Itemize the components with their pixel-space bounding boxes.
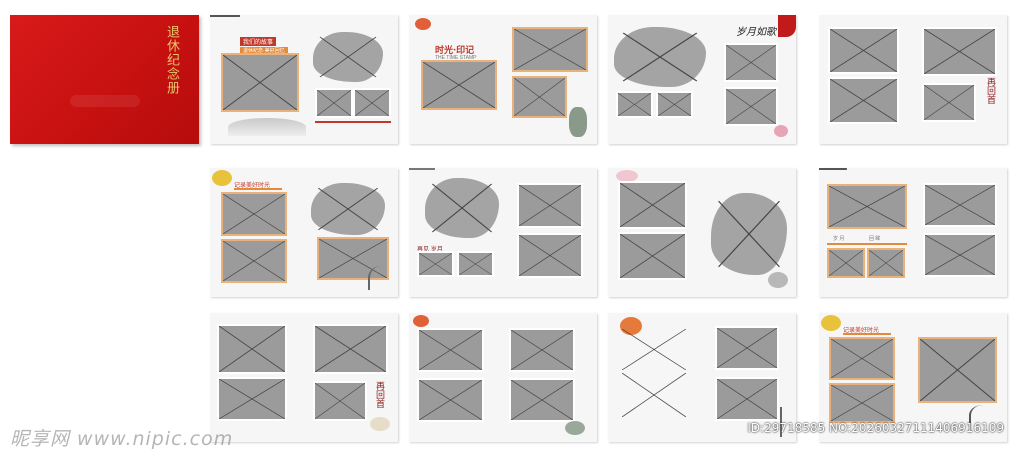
album-page-3[interactable]: 时光·印记 THE TIME STAMP [409, 15, 597, 144]
photo-placeholder[interactable] [217, 324, 287, 374]
album-page-5[interactable]: 再回首 [819, 15, 1007, 144]
red-ribbon-decoration [778, 15, 796, 37]
orange-divider [234, 188, 282, 190]
album-page-7[interactable]: 再见 岁月 [409, 168, 597, 297]
mountain-ink-decoration [228, 118, 306, 136]
bamboo-ink-decoration [780, 407, 792, 437]
site-watermark: 昵享网 www.nipic.com [10, 428, 234, 450]
photo-placeholder[interactable] [828, 77, 899, 124]
page-caption: 再见 岁月 [417, 246, 443, 253]
page-banner-line1: 我们的故事 [240, 37, 277, 46]
photo-placeholder[interactable] [315, 88, 353, 118]
photo-placeholder[interactable] [512, 76, 567, 118]
photo-placeholder[interactable] [724, 43, 778, 82]
orchid-ink-decoration [368, 266, 394, 290]
lotus-ink-decoration [565, 421, 585, 435]
ink-splash-photo-frame[interactable] [614, 27, 706, 87]
photo-placeholder[interactable] [217, 377, 287, 421]
photo-placeholder[interactable] [221, 53, 299, 112]
photo-placeholder[interactable] [509, 328, 575, 372]
album-page-4[interactable]: 岁月如歌 [608, 15, 796, 144]
photo-placeholder[interactable] [922, 27, 997, 76]
photo-placeholder[interactable] [517, 233, 583, 278]
photo-placeholder[interactable] [828, 27, 899, 74]
photo-placeholder[interactable] [313, 324, 388, 374]
album-page-13[interactable]: 记录美好时光 [819, 313, 1007, 442]
photo-placeholder[interactable] [509, 378, 575, 422]
orange-divider [827, 243, 907, 245]
osmanthus-decoration [821, 315, 841, 331]
photo-placeholder[interactable] [616, 91, 653, 118]
album-page-12[interactable] [608, 313, 796, 442]
page-header: 记录美好时光 [234, 182, 271, 189]
photo-placeholder[interactable] [923, 183, 997, 227]
photo-placeholder[interactable] [618, 232, 687, 280]
bamboo-ink-decoration [409, 168, 435, 192]
photo-placeholder[interactable] [715, 377, 779, 421]
photo-placeholder[interactable] [923, 233, 997, 277]
album-cover[interactable]: 退休纪念册 [10, 15, 199, 144]
album-page-9[interactable]: 岁 月 回 眸 [819, 168, 1007, 297]
photo-placeholder[interactable] [417, 251, 454, 277]
time-stamp-title: 时光·印记 [435, 46, 475, 56]
photo-placeholder[interactable] [622, 329, 686, 370]
album-page-8[interactable] [608, 168, 796, 297]
photo-placeholder[interactable] [421, 60, 497, 110]
peony-decoration [774, 125, 788, 137]
image-id-caption: ID:29718585 NO:20260327111406916109 [747, 421, 1004, 435]
ink-splash-photo-frame[interactable] [711, 193, 787, 275]
photo-placeholder[interactable] [715, 326, 779, 370]
photo-placeholder[interactable] [829, 383, 895, 423]
red-divider [315, 121, 391, 123]
caption-row: 岁 月 [833, 236, 845, 242]
flower-cluster-decoration [768, 272, 788, 288]
photo-placeholder[interactable] [656, 91, 693, 118]
time-stamp-subtitle: THE TIME STAMP [435, 55, 477, 61]
orange-divider [843, 333, 891, 335]
photo-placeholder[interactable] [922, 83, 976, 122]
maple-leaf-decoration [415, 18, 431, 30]
ink-splash-photo-frame[interactable] [425, 178, 499, 238]
blossom-decoration [616, 170, 638, 182]
album-page-2[interactable]: 我们的故事 退休纪念·美好回忆 [210, 15, 398, 144]
caption-row: 回 眸 [869, 236, 881, 242]
photo-placeholder[interactable] [827, 184, 907, 229]
cloud-swirl-decoration [370, 417, 390, 431]
photo-placeholder[interactable] [827, 248, 865, 278]
ink-splash-photo-frame[interactable] [313, 32, 383, 82]
seal-title: 再回首 [985, 77, 995, 104]
cover-cloud-decoration [70, 95, 140, 107]
album-page-11[interactable] [409, 313, 597, 442]
photo-placeholder[interactable] [622, 373, 686, 417]
photo-placeholder[interactable] [512, 27, 588, 72]
photo-placeholder[interactable] [618, 181, 687, 229]
page-header: 记录美好时光 [843, 327, 880, 334]
seal-title: 再回首 [374, 381, 384, 408]
photo-placeholder[interactable] [313, 381, 367, 421]
plum-branch-decoration [210, 15, 240, 39]
osmanthus-decoration [212, 170, 232, 186]
album-page-10[interactable]: 再回首 [210, 313, 398, 442]
photo-placeholder[interactable] [417, 328, 484, 372]
photo-placeholder[interactable] [918, 337, 997, 403]
cover-title: 退休纪念册 [164, 25, 179, 95]
photo-placeholder[interactable] [517, 183, 583, 228]
album-page-6[interactable]: 记录美好时光 [210, 168, 398, 297]
lotus-ink-decoration [569, 107, 587, 137]
photo-placeholder[interactable] [353, 88, 391, 118]
photo-placeholder[interactable] [417, 378, 484, 422]
page-banner-line2: 退休纪念·美好回忆 [240, 47, 288, 54]
photo-placeholder[interactable] [221, 239, 287, 283]
ink-splash-photo-frame[interactable] [311, 183, 385, 235]
plum-branch-decoration [969, 405, 1003, 431]
photo-placeholder[interactable] [457, 251, 494, 277]
photo-placeholder[interactable] [829, 337, 895, 380]
maple-leaf-decoration [620, 317, 642, 335]
photo-placeholder[interactable] [724, 87, 778, 126]
calligraphy-title: 岁月如歌 [736, 27, 776, 38]
photo-placeholder[interactable] [867, 248, 905, 278]
pine-ink-decoration [819, 168, 847, 190]
photo-placeholder[interactable] [221, 192, 287, 236]
maple-leaf-decoration [413, 315, 429, 327]
